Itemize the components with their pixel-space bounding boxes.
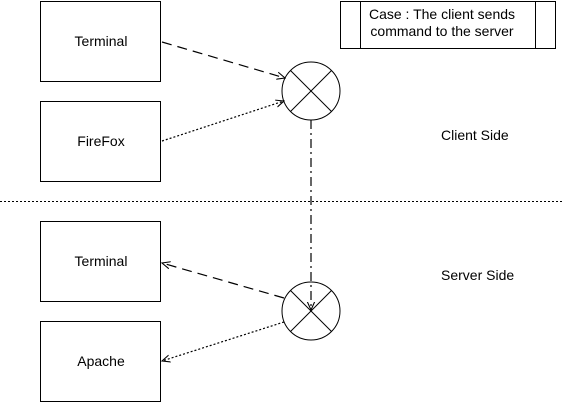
server-apache-box — [40, 321, 161, 402]
case-note: Case : The client sends command to the s… — [348, 6, 536, 40]
arrow-firefox-to-client-junction — [161, 101, 284, 142]
server-apache-label: Apache — [77, 353, 125, 369]
arrow-server-junction-to-apache — [162, 321, 285, 361]
client-junction — [281, 61, 341, 121]
client-side-label: Client Side — [441, 127, 509, 143]
arrow-server-junction-to-terminal — [162, 263, 285, 299]
client-firefox-label: FireFox — [77, 133, 125, 149]
client-terminal-box — [40, 1, 161, 82]
case-note-line2: command to the server — [370, 23, 514, 39]
case-note-box — [340, 1, 556, 49]
server-side-label: Server Side — [441, 267, 515, 283]
arrow-terminal-to-client-junction — [161, 41, 285, 78]
server-terminal-label: Terminal — [74, 253, 128, 269]
client-firefox-box — [40, 101, 161, 182]
server-junction — [281, 281, 341, 341]
client-terminal-label: Terminal — [74, 33, 128, 49]
case-note-line1: Case : The client sends — [368, 6, 516, 22]
server-terminal-box — [40, 221, 161, 302]
